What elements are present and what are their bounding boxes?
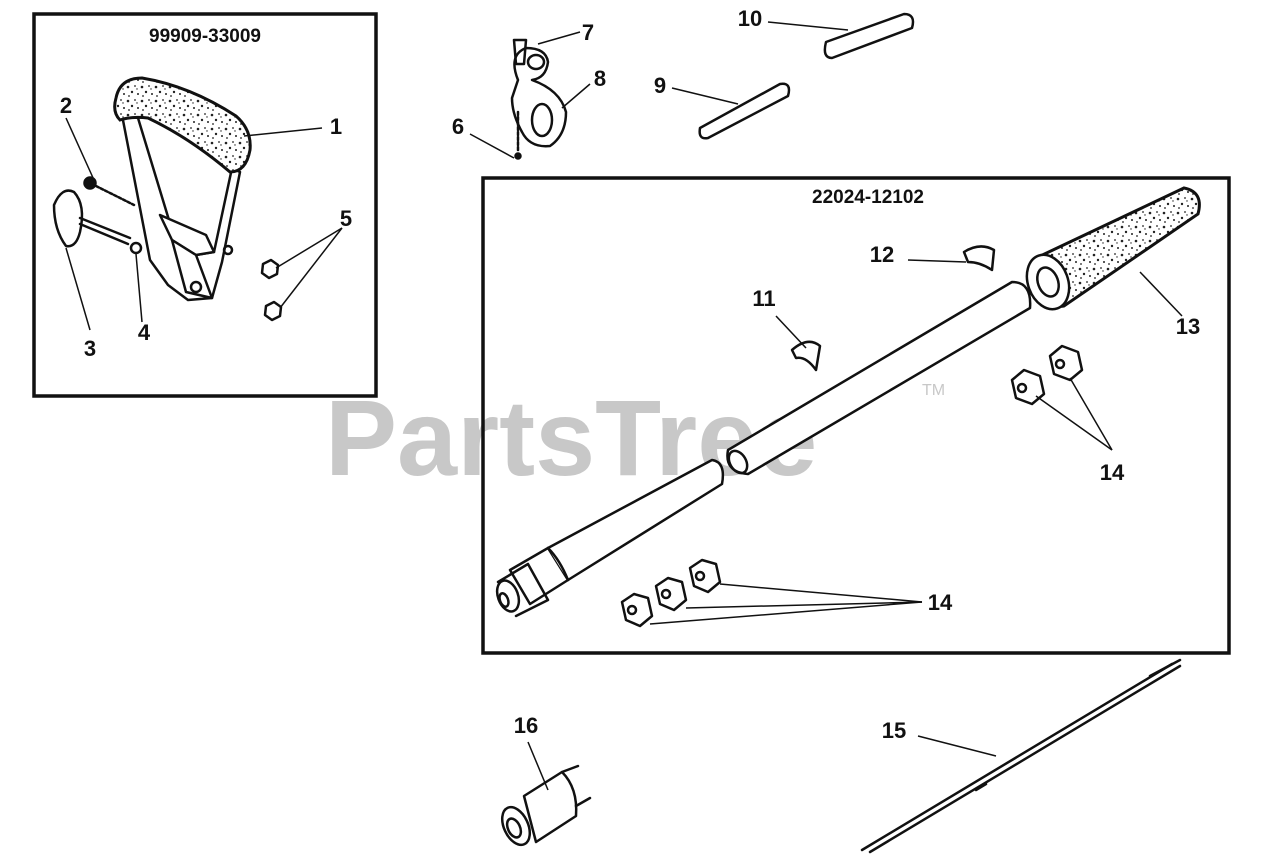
callout-2: 2	[60, 93, 72, 118]
part-clamp-screw	[514, 110, 522, 160]
part-foam-grip	[1025, 186, 1201, 311]
part-retainer-11	[790, 340, 822, 372]
callout-numbers: 1 2 3 4 5 6 7 8 9 10 11 12 13 14 14 15 1…	[60, 6, 1200, 743]
callout-16: 16	[514, 713, 538, 738]
callout-10: 10	[738, 6, 762, 31]
callout-15: 15	[882, 718, 906, 743]
part-retainer-12	[962, 245, 996, 272]
part-washer	[129, 241, 143, 255]
part-label-strip-9	[698, 82, 791, 140]
part-drive-shaft	[860, 658, 1182, 854]
callout-13: 13	[1176, 314, 1200, 339]
part-knob-bolt	[52, 189, 132, 248]
part-screw	[83, 176, 136, 207]
callout-5: 5	[340, 206, 352, 231]
watermark-text: PartsTree	[325, 377, 817, 498]
part-nuts-upper	[1010, 344, 1084, 406]
part-upper-shaft	[726, 280, 1032, 476]
callout-8: 8	[594, 66, 606, 91]
leader-lines	[65, 21, 1183, 791]
part-sleeve	[500, 764, 592, 847]
shaft-kit-box: 22024-12102	[481, 176, 1231, 655]
kit-number-shaft: 22024-12102	[812, 187, 924, 208]
handle-kit-box: 99909-33009	[32, 12, 378, 398]
kit-number-handle: 99909-33009	[149, 26, 261, 47]
part-label-strip-10	[823, 12, 915, 60]
part-d-handle	[113, 76, 252, 302]
callout-14-upper: 14	[1100, 460, 1125, 485]
callout-7: 7	[582, 20, 594, 45]
callout-4: 4	[138, 320, 151, 345]
callout-14-lower: 14	[928, 590, 953, 615]
callout-9: 9	[654, 73, 666, 98]
part-clamp	[510, 38, 568, 148]
callout-11: 11	[752, 286, 775, 311]
callout-12: 12	[870, 242, 894, 267]
watermark-trademark: TM	[922, 382, 945, 399]
part-lower-shaft	[495, 458, 725, 618]
callout-6: 6	[452, 114, 464, 139]
part-nuts-lower	[620, 558, 722, 628]
part-nuts	[260, 258, 283, 322]
callout-1: 1	[330, 114, 342, 139]
callout-3: 3	[84, 336, 96, 361]
